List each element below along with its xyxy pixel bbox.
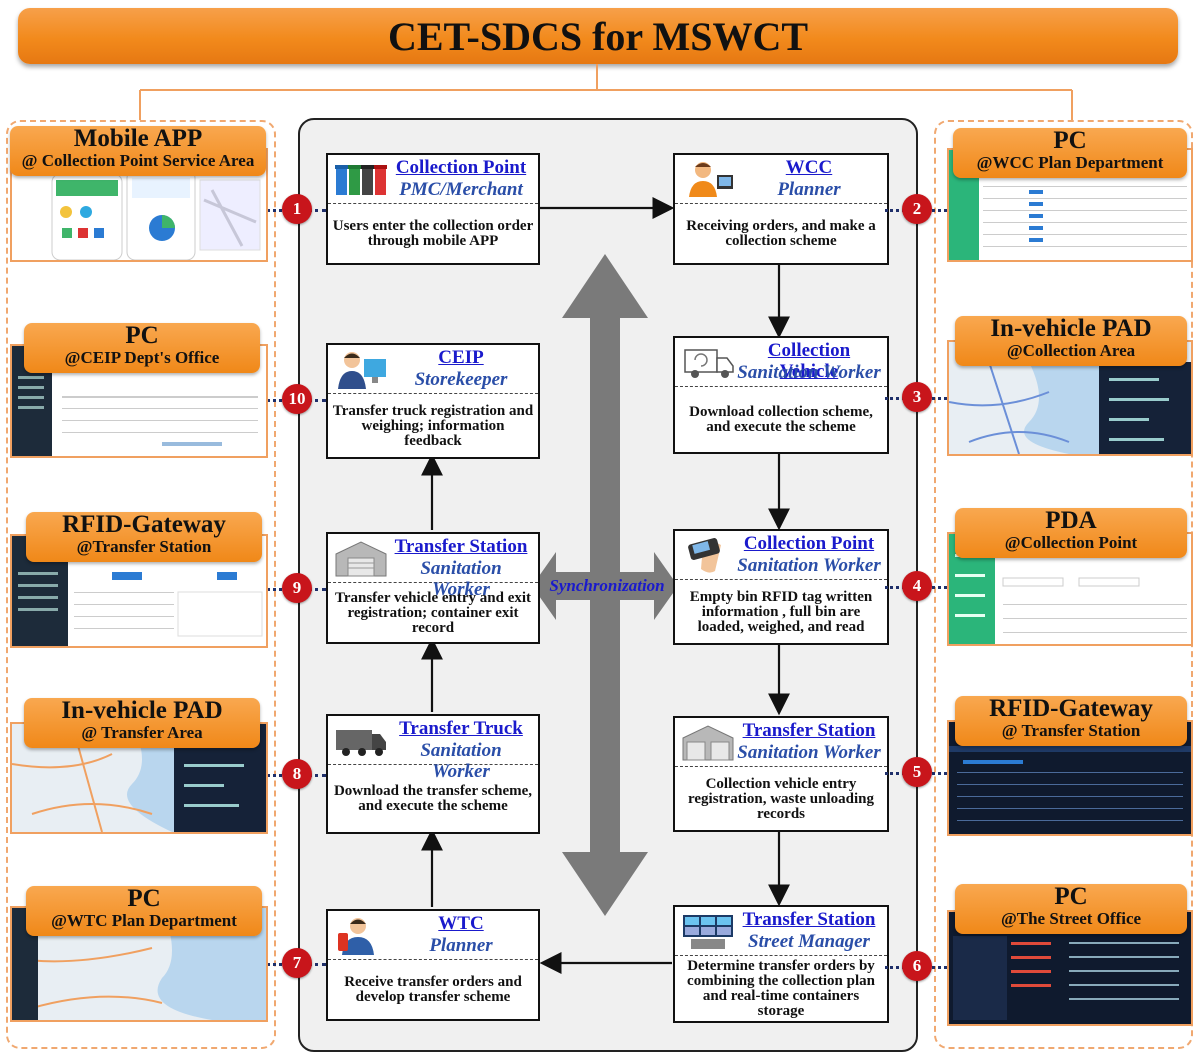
- step-role: Street Manager: [748, 931, 870, 952]
- step-4-collection-point-box: Collection Point Sanitation Worker Empty…: [673, 529, 889, 645]
- step-role: Sanitation Worker: [737, 742, 881, 763]
- step-title: Transfer Truck: [399, 718, 523, 739]
- device-name: PDA: [1045, 507, 1097, 534]
- step-6-transfer-station-box: Transfer Station Street Manager Determin…: [673, 905, 889, 1023]
- device-label-1: Mobile APP @ Collection Point Service Ar…: [10, 125, 266, 176]
- step-2-badge: 2: [902, 194, 932, 224]
- device-label-4: PDA @Collection Point: [955, 507, 1187, 558]
- step-1-collection-point-box: Collection Point PMC/Merchant Users ente…: [326, 153, 540, 265]
- step-title: Transfer Station: [742, 720, 876, 741]
- transfer-truck-icon: [336, 730, 386, 756]
- step-role: PMC/Merchant: [399, 179, 523, 200]
- transfer-station-building-icon: [682, 725, 734, 761]
- device-name: PC: [127, 885, 161, 912]
- step-title: Transfer Station: [742, 909, 876, 930]
- device-location: @WTC Plan Department: [51, 911, 237, 931]
- step-description: Users enter the collection order through…: [332, 218, 534, 249]
- step-title: WTC: [438, 913, 484, 934]
- step-9-badge: 9: [282, 573, 312, 603]
- device-location: @CEIP Dept's Office: [64, 348, 220, 368]
- device-location: @The Street Office: [1000, 909, 1142, 929]
- device-location: @ Transfer Area: [81, 723, 203, 743]
- device-name: In-vehicle PAD: [990, 315, 1152, 342]
- step-role: Sanitation Worker: [737, 555, 881, 576]
- step-2-wcc-box: WCC Planner Receiving orders, and make a…: [673, 153, 889, 265]
- device-name: PC: [1054, 883, 1088, 910]
- step-1-badge: 1: [282, 194, 312, 224]
- device-label-3: In-vehicle PAD @Collection Area: [955, 315, 1187, 366]
- device-label-2: PC @WCC Plan Department: [953, 127, 1187, 178]
- step-description: Transfer vehicle entry and exit registra…: [334, 589, 532, 636]
- device-label-5: RFID-Gateway @ Transfer Station: [955, 695, 1187, 746]
- device-label-6: PC @The Street Office: [955, 883, 1187, 934]
- storekeeper-at-computer-icon: [338, 352, 386, 389]
- device-name: PC: [125, 322, 159, 349]
- planner-on-phone-icon: [338, 918, 374, 955]
- step-9-transfer-station-box: Transfer Station Sanitation Worker Trans…: [326, 532, 540, 644]
- step-description: Transfer truck registration and weighing…: [332, 402, 534, 449]
- synchronization-arrow: [532, 254, 678, 916]
- step-role: Sanitation Worker: [420, 740, 502, 782]
- diagram-title: CET-SDCS for MSWCT: [18, 8, 1178, 64]
- device-location: @Collection Area: [1006, 341, 1136, 361]
- step-description: Collection vehicle entry registration, w…: [688, 775, 874, 822]
- device-location: @ Transfer Station: [1001, 721, 1141, 741]
- rfid-scanner-icon: [688, 538, 721, 573]
- step-role: Storekeeper: [414, 369, 508, 390]
- device-label-9: RFID-Gateway @Transfer Station: [26, 511, 262, 562]
- step-8-badge: 8: [282, 759, 312, 789]
- device-name: PC: [1053, 127, 1087, 154]
- device-location: @Transfer Station: [76, 537, 212, 557]
- step-7-badge: 7: [282, 948, 312, 978]
- step-description: Download collection scheme, and execute …: [689, 404, 873, 435]
- step-6-badge: 6: [902, 951, 932, 981]
- step-5-badge: 5: [902, 757, 932, 787]
- step-7-wtc-box: WTC Planner Receive transfer orders and …: [326, 909, 540, 1021]
- step-role: Planner: [429, 935, 493, 956]
- monitoring-screens-icon: [683, 915, 733, 949]
- device-name: In-vehicle PAD: [61, 697, 223, 724]
- transfer-station-building-icon: [335, 541, 387, 577]
- step-10-ceip-box: CEIP Storekeeper Transfer truck registra…: [326, 343, 540, 459]
- device-location: @WCC Plan Department: [976, 153, 1164, 173]
- step-title: Collection Point: [743, 533, 875, 554]
- step-description: Receive transfer orders and develop tran…: [344, 974, 522, 1005]
- step-5-transfer-station-box: Transfer Station Sanitation Worker Colle…: [673, 716, 889, 832]
- step-title: WCC: [785, 157, 833, 178]
- device-location: @ Collection Point Service Area: [21, 151, 255, 171]
- step-role: Planner: [777, 179, 841, 200]
- step-description: Download the transfer scheme, and execut…: [333, 783, 533, 814]
- step-title: Collection Vehicle: [767, 340, 851, 382]
- step-10-badge: 10: [282, 384, 312, 414]
- step-3-badge: 3: [902, 382, 932, 412]
- waste-bins-icon: [335, 165, 387, 195]
- step-3-collection-vehicle-box: Collection Vehicle Sanitation Worker Dow…: [673, 336, 889, 454]
- step-8-transfer-truck-box: Transfer Truck Sanitation Worker Downloa…: [326, 714, 540, 834]
- device-name: Mobile APP: [73, 125, 203, 152]
- synchronization-label: Synchronization: [549, 576, 665, 595]
- planner-at-computer-icon: [689, 162, 733, 197]
- step-title: CEIP: [438, 347, 484, 368]
- step-4-badge: 4: [902, 571, 932, 601]
- device-label-7: PC @WTC Plan Department: [26, 885, 262, 936]
- device-label-8: In-vehicle PAD @ Transfer Area: [24, 697, 260, 748]
- step-role: Sanitation Worker: [737, 362, 881, 383]
- mobile-app-thumbnail: [51, 169, 261, 260]
- step-title: Transfer Station: [394, 536, 528, 557]
- device-label-10: PC @CEIP Dept's Office: [24, 322, 260, 373]
- step-description: Determine transfer orders by combining t…: [687, 958, 875, 1019]
- step-description: Empty bin RFID tag written information ,…: [689, 588, 873, 635]
- step-description: Receiving orders, and make a collection …: [686, 218, 876, 249]
- device-name: RFID-Gateway: [989, 695, 1153, 722]
- step-title: Collection Point: [395, 157, 527, 178]
- collection-truck-icon: [684, 349, 734, 378]
- device-name: RFID-Gateway: [62, 511, 226, 538]
- device-location: @Collection Point: [1004, 533, 1138, 553]
- step-role: Sanitation Worker: [420, 558, 502, 600]
